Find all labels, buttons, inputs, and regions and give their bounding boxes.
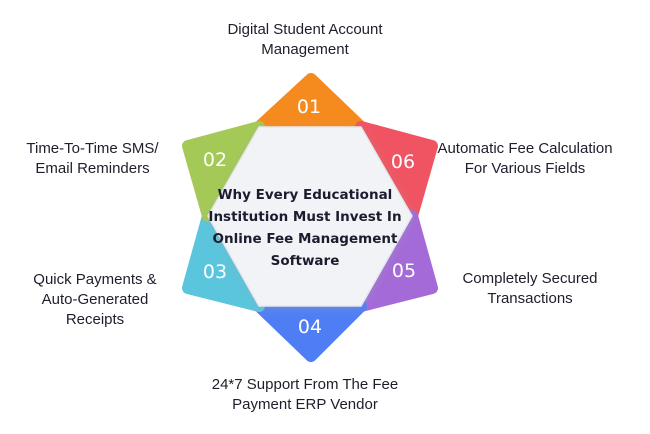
label-sms-email-reminders: Time-To-Time SMS/Email Reminders (26, 140, 159, 177)
point-03-number: 03 (203, 261, 227, 283)
point-06-number: 06 (391, 151, 415, 173)
point-02-number: 02 (203, 149, 227, 171)
center-hexagon (207, 126, 413, 307)
point-05-number: 05 (392, 260, 416, 282)
point-01-number: 01 (297, 96, 321, 118)
point-04-number: 04 (298, 316, 322, 338)
point-01: 01 (253, 73, 367, 133)
point-04: 04 (253, 300, 367, 362)
